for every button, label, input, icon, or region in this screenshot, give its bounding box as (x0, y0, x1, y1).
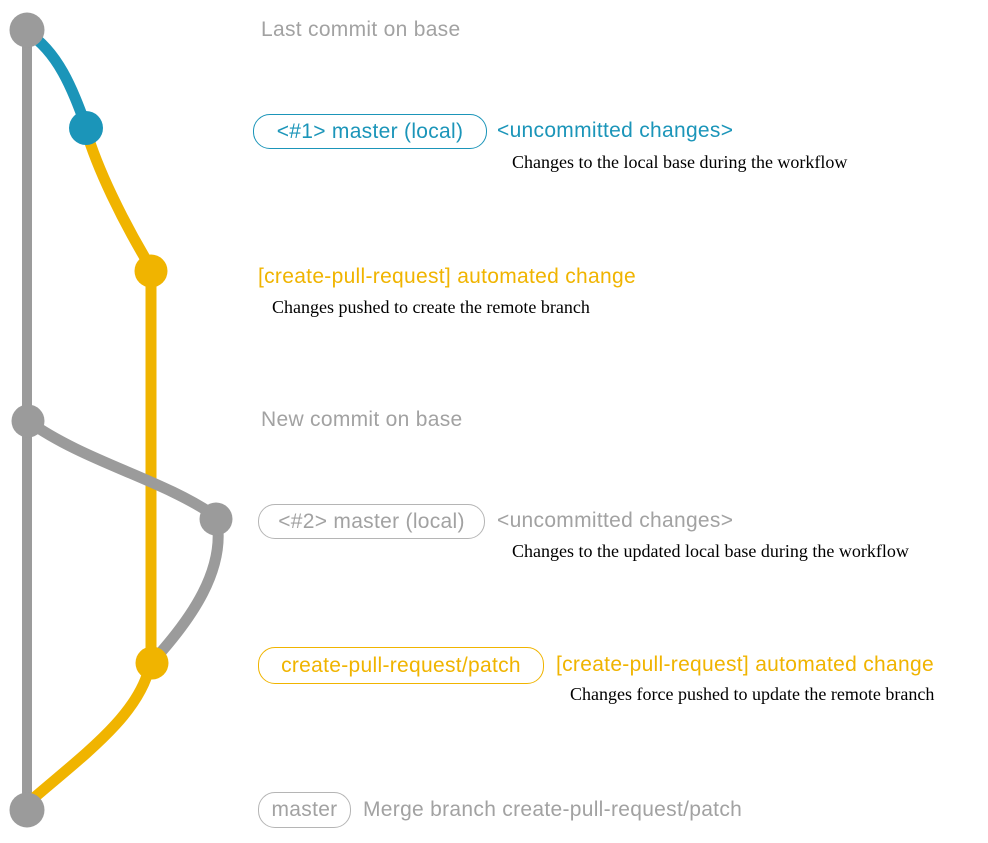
commit-node-automated-2 (135, 646, 169, 680)
badge-create-pull-request-patch: create-pull-request/patch (258, 647, 544, 684)
desc-automated-change-2: Changes force pushed to update the remot… (570, 684, 935, 704)
label-automated-change-2: [create-pull-request] automated change (556, 653, 934, 676)
commit-node-uncommitted-2 (199, 502, 233, 536)
desc-uncommitted-changes-2: Changes to the updated local base during… (512, 541, 909, 561)
badge-master-local-1: <#1> master (local) (253, 114, 487, 149)
branch-edge-patch-create (80, 124, 157, 274)
label-last-commit-on-base: Last commit on base (261, 18, 461, 41)
label-uncommitted-changes-1: <uncommitted changes> (497, 119, 734, 142)
commit-node-merge (9, 792, 45, 828)
badge-master-local-2: <#2> master (local) (258, 504, 485, 539)
commit-node-new-base (11, 404, 45, 438)
desc-uncommitted-changes-1: Changes to the local base during the wor… (512, 152, 848, 172)
label-new-commit-on-base: New commit on base (261, 408, 463, 431)
commit-node-uncommitted-1 (69, 111, 103, 145)
label-automated-change-1: [create-pull-request] automated change (258, 265, 636, 288)
commit-node-automated-1 (134, 254, 168, 288)
desc-automated-change-1: Changes pushed to create the remote bran… (272, 297, 590, 317)
branch-edge-merge (22, 659, 156, 809)
label-merge-branch: Merge branch create-pull-request/patch (363, 798, 743, 821)
label-uncommitted-changes-2: <uncommitted changes> (497, 509, 734, 532)
commit-node-last-base (9, 12, 45, 48)
branch-edge-uncommitted-1 (21, 26, 92, 132)
badge-master: master (258, 792, 351, 828)
branch-edge-rebase-out (22, 415, 221, 522)
branch-edge-rebase-in (148, 515, 224, 666)
